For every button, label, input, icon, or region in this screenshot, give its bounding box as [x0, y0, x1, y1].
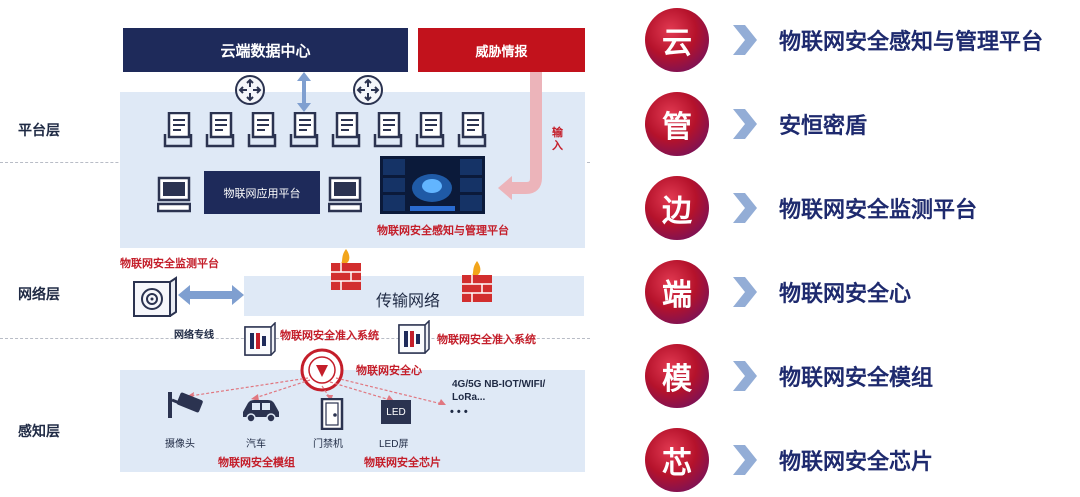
access-system-label-2: 物联网安全准入系统 [437, 334, 536, 346]
chevron-right-icon [733, 361, 757, 391]
layer-label-network: 网络层 [18, 286, 60, 302]
transport-network-band [244, 276, 584, 316]
input-label: 输入 [552, 127, 563, 152]
server-icon [457, 112, 487, 148]
list-item-text: 物联网安全监测平台 [779, 197, 978, 222]
security-chip-label: 物联网安全芯片 [364, 457, 441, 469]
iot-app-platform-box: 物联网应用平台 [204, 171, 320, 214]
server-icon [289, 112, 319, 148]
device-label-camera: 摄像头 [165, 439, 195, 450]
dedicated-line-label: 网络专线 [174, 330, 214, 341]
door-access-icon [320, 398, 344, 430]
threat-intel-box: 威胁情报 [418, 28, 585, 72]
layer-label-sensing: 感知层 [18, 423, 60, 439]
device-label-car: 汽车 [246, 439, 266, 450]
security-heart-label: 物联网安全心 [356, 365, 422, 377]
access-system-label-1: 物联网安全准入系统 [280, 330, 379, 342]
protocols-label: 4G/5G NB-IOT/WIFI/ LoRa... [452, 379, 546, 403]
server-icon [415, 112, 445, 148]
chevron-right-icon [733, 25, 757, 55]
more-devices-ellipsis: • • • [450, 406, 468, 418]
server-icon [247, 112, 277, 148]
list-item: 芯 物联网安全芯片 [645, 428, 1075, 492]
sensing-band [120, 370, 585, 472]
double-arrow-horizontal-icon [178, 285, 244, 305]
list-item-circle-char: 模 [645, 344, 709, 408]
router-icon [353, 75, 383, 105]
sensing-mgmt-platform-label: 物联网安全感知与管理平台 [377, 225, 509, 237]
server-icon [331, 112, 361, 148]
list-item: 云 物联网安全感知与管理平台 [645, 8, 1075, 72]
computer-icon [157, 176, 191, 213]
list-item-text: 物联网安全感知与管理平台 [779, 29, 1044, 54]
computer-icon [328, 176, 362, 213]
device-label-door: 门禁机 [313, 439, 343, 450]
security-module-label: 物联网安全模组 [218, 457, 295, 469]
list-item-text: 安恒密盾 [779, 113, 868, 138]
server-icon [163, 112, 193, 148]
firewall-icon [331, 249, 361, 290]
access-system-icon [398, 320, 430, 354]
dashboard-screen-icon [380, 156, 485, 214]
chevron-right-icon [733, 109, 757, 139]
list-item-circle-char: 端 [645, 260, 709, 324]
list-item-text: 物联网安全芯片 [779, 449, 934, 474]
router-icon [235, 75, 265, 105]
camera-icon [168, 392, 203, 418]
car-icon [243, 400, 279, 422]
firewall-icon [462, 261, 492, 302]
monitor-platform-label: 物联网安全监测平台 [120, 258, 219, 270]
list-item: 边 物联网安全监测平台 [645, 176, 1075, 240]
list-item-text: 物联网安全心 [779, 281, 912, 306]
list-item-circle-char: 云 [645, 8, 709, 72]
transport-network-label: 传输网络 [376, 293, 441, 310]
list-item-text: 物联网安全模组 [779, 365, 934, 390]
server-icon [373, 112, 403, 148]
cloud-datacenter-box: 云端数据中心 [123, 28, 408, 72]
security-heart-badge-icon [300, 348, 344, 392]
device-label-led: LED屏 [379, 439, 409, 450]
list-item: 管 安恒密盾 [645, 92, 1075, 156]
chevron-right-icon [733, 445, 757, 475]
list-item-circle-char: 芯 [645, 428, 709, 492]
access-system-icon [244, 322, 276, 356]
layer-label-platform: 平台层 [18, 122, 60, 138]
input-arrow-icon [498, 72, 542, 200]
list-item: 端 物联网安全心 [645, 260, 1075, 324]
list-item-circle-char: 边 [645, 176, 709, 240]
double-arrow-vertical-icon [297, 72, 311, 112]
list-item-circle-char: 管 [645, 92, 709, 156]
led-screen-icon: LED [381, 400, 411, 424]
server-icon [205, 112, 235, 148]
list-item: 模 物联网安全模组 [645, 344, 1075, 408]
chevron-right-icon [733, 277, 757, 307]
divider-network [0, 338, 590, 339]
chevron-right-icon [733, 193, 757, 223]
monitor-device-icon [133, 276, 177, 317]
